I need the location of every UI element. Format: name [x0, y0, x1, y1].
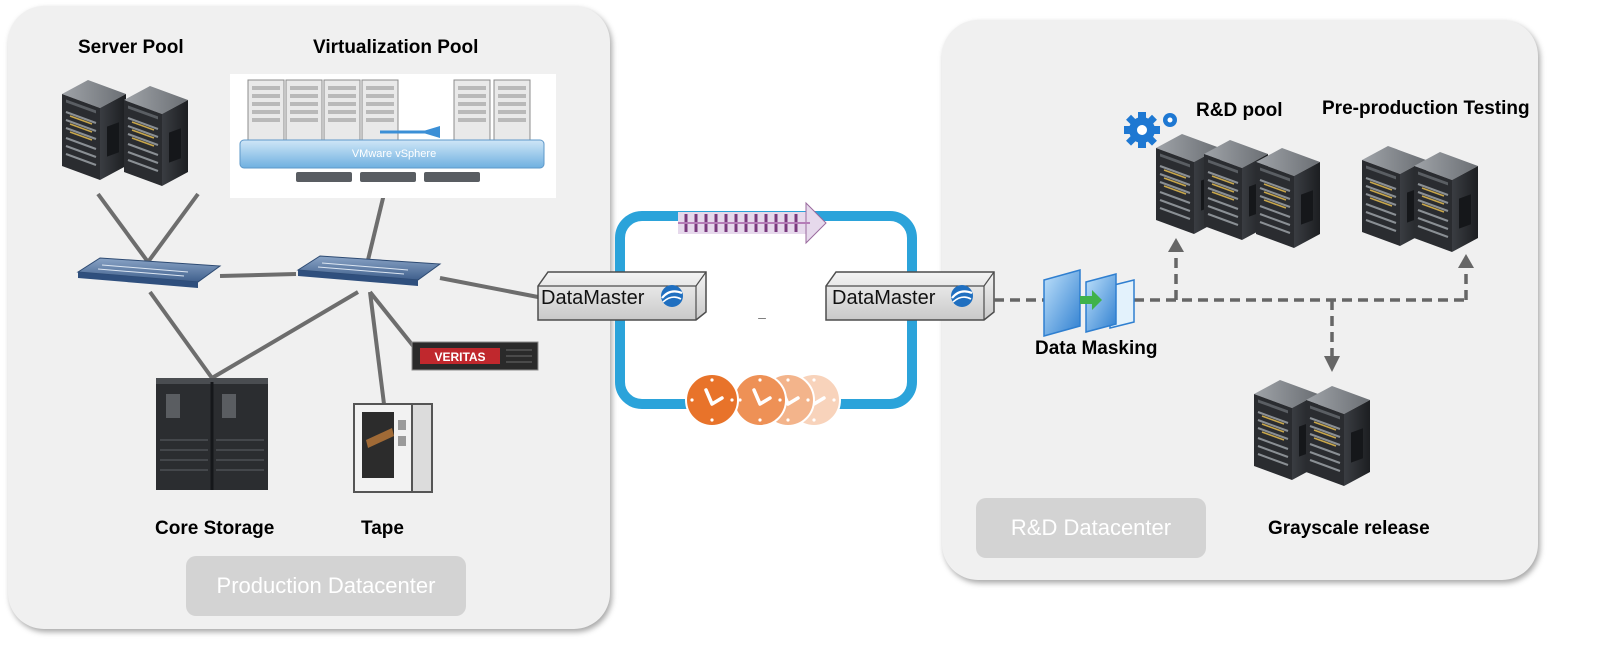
rd-flow-lines [994, 250, 1468, 356]
grayscale-label: Grayscale release [1268, 518, 1430, 539]
datamaster-left-label: DataMaster [541, 287, 645, 309]
rd-pool-label: R&D pool [1196, 100, 1283, 121]
preprod-label: Pre-production Testing [1322, 98, 1530, 119]
tape-library-icon [353, 403, 433, 493]
datamaster-logo-icon [659, 283, 685, 309]
network-switch-left [77, 257, 221, 289]
rd-flow-arrowheads [1168, 238, 1474, 372]
preprod-servers [1361, 145, 1479, 253]
grayscale-servers [1253, 379, 1371, 487]
gear-icon [1124, 112, 1177, 148]
datamaster-logo-icon [949, 283, 975, 309]
veritas-appliance: VERITAS [411, 341, 539, 371]
virtualization-pool-image [230, 74, 556, 198]
vsphere-label: VMware vSphere [351, 148, 437, 160]
snapshot-clocks [684, 372, 842, 428]
data-masking-icon [1043, 269, 1135, 337]
core-storage-label: Core Storage [155, 518, 275, 539]
veritas-label: VERITAS [434, 350, 485, 364]
production-links [96, 192, 539, 405]
virtualization-pool-label: Virtualization Pool [313, 37, 479, 58]
data-masking-label: Data Masking [1035, 338, 1158, 359]
production-datacenter-title: Production Datacenter [186, 556, 466, 616]
data-stream-arrow [678, 201, 827, 245]
tape-label: Tape [361, 518, 404, 539]
loop-center-mark: – [758, 309, 766, 325]
datamaster-right-box: DataMaster [825, 271, 995, 321]
datamaster-right-label: DataMaster [832, 287, 936, 309]
server-pool-servers [61, 79, 189, 187]
server-pool-label: Server Pool [78, 37, 184, 58]
datamaster-left-box: DataMaster [537, 271, 707, 321]
core-storage-icon [156, 378, 268, 490]
rd-pool-servers [1155, 133, 1321, 249]
rd-datacenter-title: R&D Datacenter [976, 498, 1206, 558]
network-switch-right [297, 255, 441, 287]
